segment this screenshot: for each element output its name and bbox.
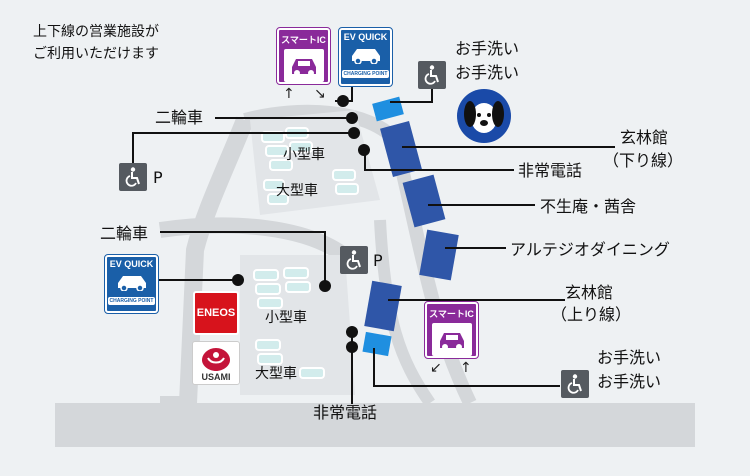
parking-label-left: P	[153, 168, 163, 187]
toilet-label-top-2: お手洗い	[455, 63, 520, 82]
arrow-down-left-icon: ↙	[430, 360, 442, 376]
emergency-phone-label-bottom: 非常電話	[313, 403, 378, 422]
dog-mascot-icon	[456, 88, 512, 144]
altejio-label: アルテジオダイニング	[510, 240, 670, 259]
usami-label: USAMI	[201, 372, 231, 382]
wheelchair-icon-left	[119, 163, 147, 191]
eneos-logo: ENEOS	[193, 291, 239, 335]
fuseian-label: 不生庵・茜舎	[540, 197, 637, 216]
toilet-label-bottom-2: お手洗い	[597, 372, 662, 391]
highway-band	[55, 403, 695, 447]
leader-dots	[232, 95, 370, 353]
toilet-block-top	[372, 96, 404, 122]
wheelchair-icon-mid	[340, 246, 368, 274]
toilet-label-top-1: お手洗い	[455, 39, 520, 58]
motorcycle-label-bottom: 二輪車	[100, 224, 149, 243]
large-car-label-top: 大型車	[276, 183, 318, 199]
building-fuseian	[402, 174, 446, 228]
wheelchair-icon-bottom	[561, 370, 589, 398]
wheelchair-icon	[418, 61, 446, 89]
leader-emergency-top	[364, 152, 514, 171]
parking-label-mid: P	[373, 251, 383, 270]
genrinkan-up-label-1: 玄林館	[565, 283, 614, 302]
leader-motorcycle-bottom	[160, 231, 326, 286]
car-icon	[283, 49, 324, 82]
charging-point-label-bottom: CHARGING POINT	[107, 297, 156, 305]
arrow-down-right-icon: ↘	[314, 86, 326, 102]
map-title-line-1: 上下線の営業施設が	[33, 24, 159, 40]
ev-quick-badge-bottom: EV QUICK CHARGING POINT	[104, 254, 159, 314]
right-road	[388, 138, 477, 407]
ev-quick-label: EV QUICK	[343, 32, 388, 42]
leader-wheelchair-left	[132, 132, 352, 163]
building-genrinkan-down	[380, 120, 422, 178]
smart-ic-badge-bottom: スマートIC	[424, 301, 479, 359]
arrow-up-icon: ↑	[460, 360, 472, 376]
ev-quick-badge-top: EV QUICK CHARGING POINT	[338, 27, 393, 87]
parking-stalls-top	[261, 127, 359, 205]
leader-toilet-bottom	[373, 348, 560, 387]
middle-road	[158, 217, 356, 267]
genrinkan-up-label-2: （上り線）	[551, 305, 632, 324]
arrow-up-icon: ↑	[283, 86, 295, 102]
building-genrinkan-up	[364, 280, 402, 332]
eneos-label: ENEOS	[196, 307, 236, 319]
parking-stalls-bottom	[253, 267, 325, 379]
smart-ic-badge-top: スマートIC	[276, 27, 331, 85]
ev-quick-label-bottom: EV QUICK	[109, 259, 154, 269]
toilet-block-bottom	[362, 331, 392, 357]
smart-ic-label: スマートIC	[281, 35, 326, 45]
building-altejio	[419, 229, 459, 281]
usami-logo: USAMI	[192, 341, 240, 385]
smart-ic-label-bottom: スマートIC	[429, 309, 474, 319]
ev-car-icon	[114, 271, 150, 295]
motorcycle-label-top: 二輪車	[155, 108, 204, 127]
genrinkan-down-label-1: 玄林館	[620, 128, 669, 147]
ev-car-icon	[348, 44, 384, 68]
charging-point-label: CHARGING POINT	[341, 70, 390, 78]
map-title-line-2: ご利用いただけます	[33, 46, 159, 62]
small-car-label-top: 小型車	[283, 147, 325, 163]
genrinkan-down-label-2: （下り線）	[603, 151, 684, 170]
small-car-label-bottom: 小型車	[265, 310, 307, 326]
large-car-label-bottom: 大型車	[255, 366, 297, 382]
leader-toilet-top	[390, 89, 433, 103]
left-ramp	[179, 116, 254, 404]
toilet-label-bottom-1: お手洗い	[597, 348, 662, 367]
car-icon	[431, 323, 472, 356]
emergency-phone-label-top: 非常電話	[518, 161, 583, 180]
